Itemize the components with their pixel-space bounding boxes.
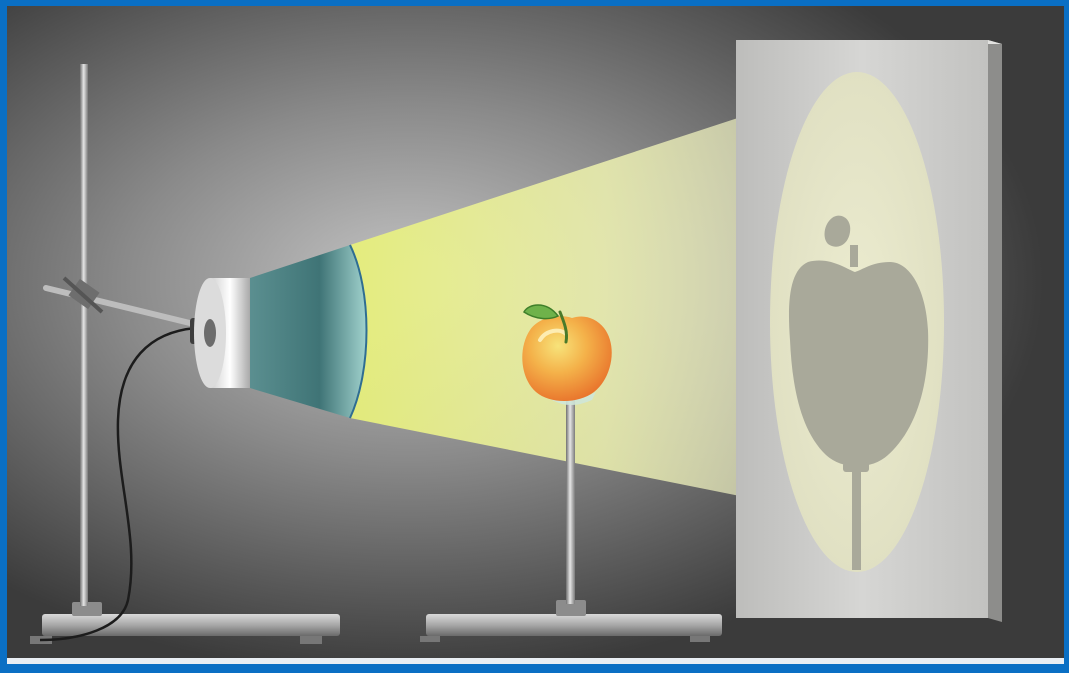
retort-stand bbox=[30, 64, 340, 644]
apple-stand bbox=[420, 392, 722, 642]
apple-leaf bbox=[523, 304, 560, 320]
flashlight bbox=[190, 244, 368, 419]
bottom-strip bbox=[7, 658, 1064, 664]
projection-screen bbox=[736, 40, 1002, 622]
light-cone bbox=[350, 78, 860, 520]
apple bbox=[522, 304, 612, 401]
power-cable bbox=[39, 326, 197, 642]
flashlight-lens bbox=[250, 245, 366, 418]
retort-stand-rod bbox=[80, 64, 88, 606]
apple-stem bbox=[558, 310, 568, 344]
clamp-boss bbox=[62, 276, 104, 314]
apple-shadow bbox=[788, 215, 929, 570]
